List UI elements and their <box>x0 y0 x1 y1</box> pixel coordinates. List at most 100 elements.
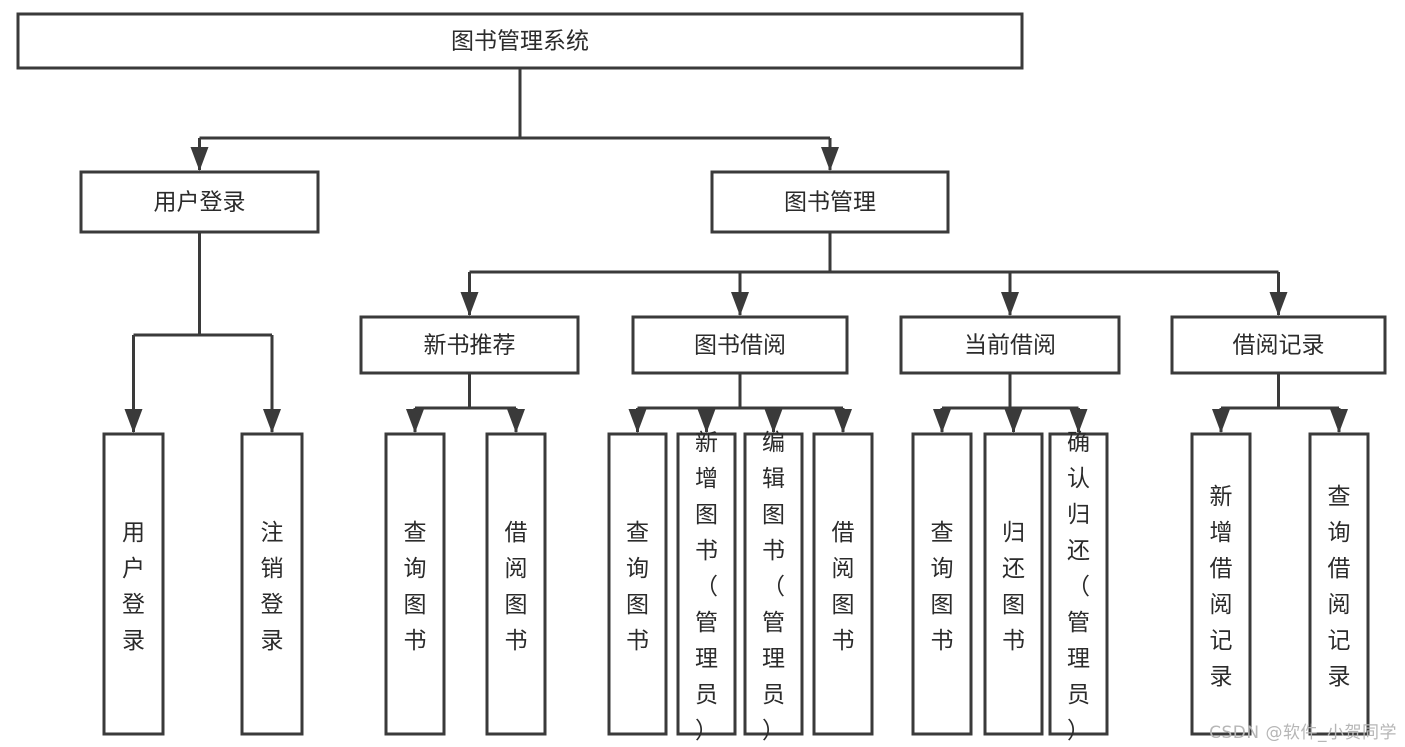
node-label-char: （ <box>1067 574 1090 600</box>
node-label-char: 增 <box>1210 520 1233 546</box>
node-label-char: 管 <box>695 610 718 636</box>
connector-layer <box>124 68 1348 433</box>
csdn-watermark: CSDN @软件_小贺同学 <box>1209 723 1397 743</box>
node-box-current-borrow <box>899 315 1121 375</box>
arrow-head-icon <box>1004 409 1023 433</box>
node-box-leaf-query-borrow-record <box>1308 432 1370 736</box>
node-label-char: 书 <box>931 628 954 654</box>
node-label-borrow-record: 借阅记录 <box>1233 333 1325 359</box>
node-label-book-borrow: 图书借阅 <box>694 333 786 359</box>
node-leaf-user-login[interactable]: 用户登录 <box>102 432 165 736</box>
node-label-char: 用 <box>122 520 145 546</box>
node-label-char: 注 <box>261 520 284 546</box>
node-box-leaf-confirm-return-admin <box>1048 432 1109 736</box>
node-label-char: ） <box>762 718 785 744</box>
node-label-char: 询 <box>626 556 649 582</box>
node-box-leaf-query-book-bor <box>607 432 668 736</box>
node-label-char: 销 <box>261 556 284 582</box>
node-label-char: 阅 <box>1328 592 1351 618</box>
node-label-char: 还 <box>1067 538 1090 564</box>
node-label-book-management: 图书管理 <box>784 190 876 216</box>
node-label-char: （ <box>762 574 785 600</box>
node-label-char: 管 <box>762 610 785 636</box>
node-label-char: 增 <box>695 466 718 492</box>
node-label-char: 编 <box>762 430 785 456</box>
node-label-char: 管 <box>1067 610 1090 636</box>
node-box-leaf-query-book-rec <box>384 432 446 736</box>
arrow-head-icon <box>731 292 749 316</box>
node-label-char: 查 <box>1328 484 1351 510</box>
node-label-char: 查 <box>404 520 427 546</box>
node-label-char: 询 <box>404 556 427 582</box>
node-borrow-record[interactable]: 借阅记录 <box>1170 315 1387 375</box>
node-box-new-book-recommend <box>359 315 580 375</box>
node-label-char: 阅 <box>505 556 528 582</box>
arrow-head-icon <box>124 409 143 433</box>
arrow-head-icon <box>263 409 281 433</box>
node-label-char: 书 <box>832 628 855 654</box>
arrow-head-icon <box>821 147 839 171</box>
arrow-head-icon <box>460 292 479 316</box>
node-label-char: 询 <box>1328 520 1351 546</box>
node-label-char: 录 <box>1328 664 1351 690</box>
node-user-login[interactable]: 用户登录 <box>79 170 320 234</box>
node-label-char: 借 <box>1328 556 1351 582</box>
node-box-user-login <box>79 170 320 234</box>
node-label-char: 查 <box>626 520 649 546</box>
node-label-char: ） <box>695 718 718 744</box>
node-label-char: 辑 <box>762 466 785 492</box>
node-label-char: 归 <box>1067 502 1090 528</box>
node-label-char: 借 <box>1210 556 1233 582</box>
node-label-user-login: 用户登录 <box>154 190 246 216</box>
node-current-borrow[interactable]: 当前借阅 <box>899 315 1121 375</box>
node-label-char: 借 <box>505 520 528 546</box>
arrow-head-icon <box>628 409 647 433</box>
node-label-char: 录 <box>122 628 145 654</box>
node-label-char: 录 <box>261 628 284 654</box>
node-label-char: ） <box>1067 718 1090 744</box>
node-label-char: 图 <box>404 592 427 618</box>
node-label-char: 阅 <box>1210 592 1233 618</box>
node-label-char: 认 <box>1067 466 1090 492</box>
arrow-head-icon <box>697 409 716 433</box>
node-label-char: 户 <box>122 556 145 582</box>
node-label-char: 询 <box>931 556 954 582</box>
node-label-char: 图 <box>832 592 855 618</box>
arrow-head-icon <box>933 409 951 433</box>
node-label-new-book-recommend: 新书推荐 <box>424 333 516 359</box>
node-label-char: 确 <box>1067 430 1090 456</box>
node-new-book-recommend[interactable]: 新书推荐 <box>359 315 580 375</box>
arrow-head-icon <box>1269 292 1288 316</box>
node-label-char: 图 <box>505 592 528 618</box>
node-box-leaf-return-book <box>983 432 1044 736</box>
node-box-book-management <box>710 170 950 234</box>
node-label-char: 理 <box>762 646 785 672</box>
node-book-borrow[interactable]: 图书借阅 <box>631 315 849 375</box>
node-book-management[interactable]: 图书管理 <box>710 170 950 234</box>
node-label-char: 员 <box>762 682 785 708</box>
node-label-char: 登 <box>122 592 145 618</box>
node-box-borrow-record <box>1170 315 1387 375</box>
node-label-char: 登 <box>261 592 284 618</box>
node-box-book-borrow <box>631 315 849 375</box>
node-root[interactable]: 图书管理系统 <box>16 12 1024 70</box>
node-label-char: 图 <box>1002 592 1025 618</box>
arrow-head-icon <box>507 409 525 433</box>
node-label-current-borrow: 当前借阅 <box>964 333 1056 359</box>
node-box-leaf-add-borrow-record <box>1190 432 1252 736</box>
arrow-head-icon <box>190 147 209 171</box>
node-label-char: 员 <box>1067 682 1090 708</box>
